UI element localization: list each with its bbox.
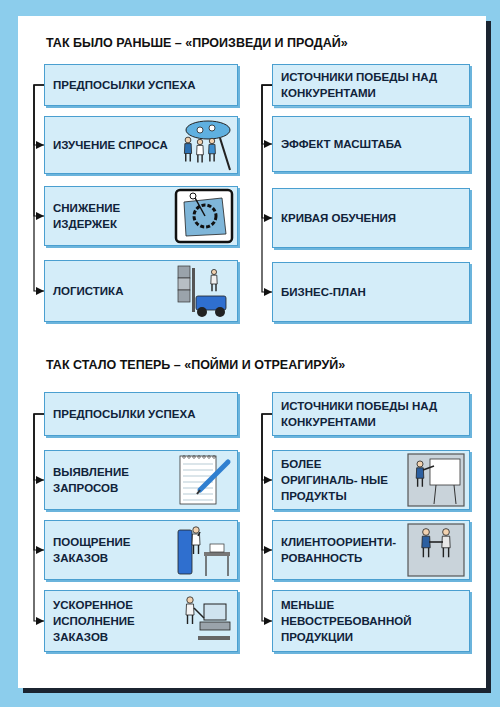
box-fill	[272, 64, 470, 106]
box-fill	[272, 392, 470, 436]
box-text: ИСТОЧНИКИ ПОБЕДЫ НАД КОНКУРЕНТАМИ	[281, 69, 461, 101]
box-fill	[272, 188, 470, 248]
box-fill	[44, 450, 238, 510]
box-fill	[272, 262, 470, 322]
box-fill	[44, 520, 238, 580]
box-fill	[272, 590, 470, 652]
computer-icon	[186, 597, 230, 640]
notepad-icon	[180, 456, 228, 504]
box-text: МЕНЬШЕ НЕВОСТРЕБОВАННОЙ ПРОДУКЦИИ	[281, 597, 461, 645]
process-box: БОЛЕЕ ОРИГИНАЛЬ- НЫЕ ПРОДУКТЫ	[272, 450, 470, 510]
bracket-arrow	[34, 85, 44, 291]
bracket-arrow	[262, 85, 272, 144]
box-text: ЭФФЕКТ МАСШТАБА	[281, 136, 461, 152]
process-box: МЕНЬШЕ НЕВОСТРЕБОВАННОЙ ПРОДУКЦИИ	[272, 590, 470, 652]
process-box: КЛИЕНТООРИЕНТИ- РОВАННОСТЬ	[272, 520, 470, 580]
box-fills	[44, 64, 472, 654]
box-text: ИСТОЧНИКИ ПОБЕДЫ НАД КОНКУРЕНТАМИ	[281, 398, 461, 430]
box-text: ЛОГИСТИКА	[53, 283, 169, 299]
bracket-arrow	[262, 414, 272, 480]
box-text: БИЗНЕС-ПЛАН	[281, 284, 461, 300]
process-box: СНИЖЕНИЕ ИЗДЕРЖЕК	[44, 186, 238, 246]
box-text: ВЫЯВЛЕНИЕ ЗАПРОСОВ	[53, 464, 169, 496]
box-fill	[44, 64, 238, 106]
bracket-arrow	[262, 85, 272, 292]
box-text: ПРЕДПОСЫЛКИ УСПЕХА	[53, 406, 229, 422]
handshake-icon	[408, 524, 464, 576]
bracket-arrow	[34, 414, 44, 550]
page-sheet	[18, 16, 486, 688]
box-text: УСКОРЕННОЕ ИСПОЛНЕНИЕ ЗАКАЗОВ	[53, 597, 169, 645]
process-box: ПООЩРЕНИЕ ЗАКАЗОВ	[44, 520, 238, 580]
bracket-arrow	[34, 414, 44, 621]
flipchart-icon	[408, 454, 464, 506]
process-box: БИЗНЕС-ПЛАН	[272, 262, 470, 322]
box-text: ПРЕДПОСЫЛКИ УСПЕХА	[53, 77, 229, 93]
process-box: ВЫЯВЛЕНИЕ ЗАПРОСОВ	[44, 450, 238, 510]
box-fill	[44, 116, 238, 174]
box-fill	[44, 186, 238, 246]
box-fill	[272, 520, 470, 580]
box-text: ПООЩРЕНИЕ ЗАКАЗОВ	[53, 534, 169, 566]
box-fill	[44, 260, 238, 322]
bracket-arrow	[262, 414, 272, 621]
box-text: БОЛЕЕ ОРИГИНАЛЬ- НЫЕ ПРОДУКТЫ	[281, 456, 401, 504]
bracket-arrow	[34, 85, 44, 145]
process-box: ЛОГИСТИКА	[44, 260, 238, 322]
process-box: ИЗУЧЕНИЕ СПРОСА	[44, 116, 238, 174]
process-box: ПРЕДПОСЫЛКИ УСПЕХА	[44, 64, 238, 106]
bracket-arrow	[34, 85, 44, 216]
gear-icon	[176, 190, 232, 242]
process-box: КРИВАЯ ОБУЧЕНИЯ	[272, 188, 470, 248]
process-box: ПРЕДПОСЫЛКИ УСПЕХА	[44, 392, 238, 436]
process-box: ЭФФЕКТ МАСШТАБА	[272, 116, 470, 172]
box-text: КРИВАЯ ОБУЧЕНИЯ	[281, 210, 461, 226]
process-box: ИСТОЧНИКИ ПОБЕДЫ НАД КОНКУРЕНТАМИ	[272, 64, 470, 106]
people-icon	[184, 121, 230, 170]
desk-icon	[178, 527, 230, 576]
bracket-arrow	[34, 414, 44, 480]
illustrations	[176, 121, 464, 640]
bracket-arrow	[262, 85, 272, 218]
section-heading: ТАК БЫЛО РАНЬШЕ – «ПРОИЗВЕДИ И ПРОДАЙ»	[46, 36, 348, 50]
forklift-icon	[178, 266, 226, 317]
box-fill	[44, 590, 238, 652]
process-box: ИСТОЧНИКИ ПОБЕДЫ НАД КОНКУРЕНТАМИ	[272, 392, 470, 436]
section-heading: ТАК СТАЛО ТЕПЕРЬ – «ПОЙМИ И ОТРЕАГИРУЙ»	[46, 358, 345, 372]
box-fill	[272, 116, 470, 172]
process-box: УСКОРЕННОЕ ИСПОЛНЕНИЕ ЗАКАЗОВ	[44, 590, 238, 652]
box-text: ИЗУЧЕНИЕ СПРОСА	[53, 137, 169, 153]
box-fill	[44, 392, 238, 436]
box-text: КЛИЕНТООРИЕНТИ- РОВАННОСТЬ	[281, 534, 401, 566]
bracket-arrow	[262, 414, 272, 550]
box-fill	[272, 450, 470, 510]
box-text: СНИЖЕНИЕ ИЗДЕРЖЕК	[53, 200, 169, 232]
